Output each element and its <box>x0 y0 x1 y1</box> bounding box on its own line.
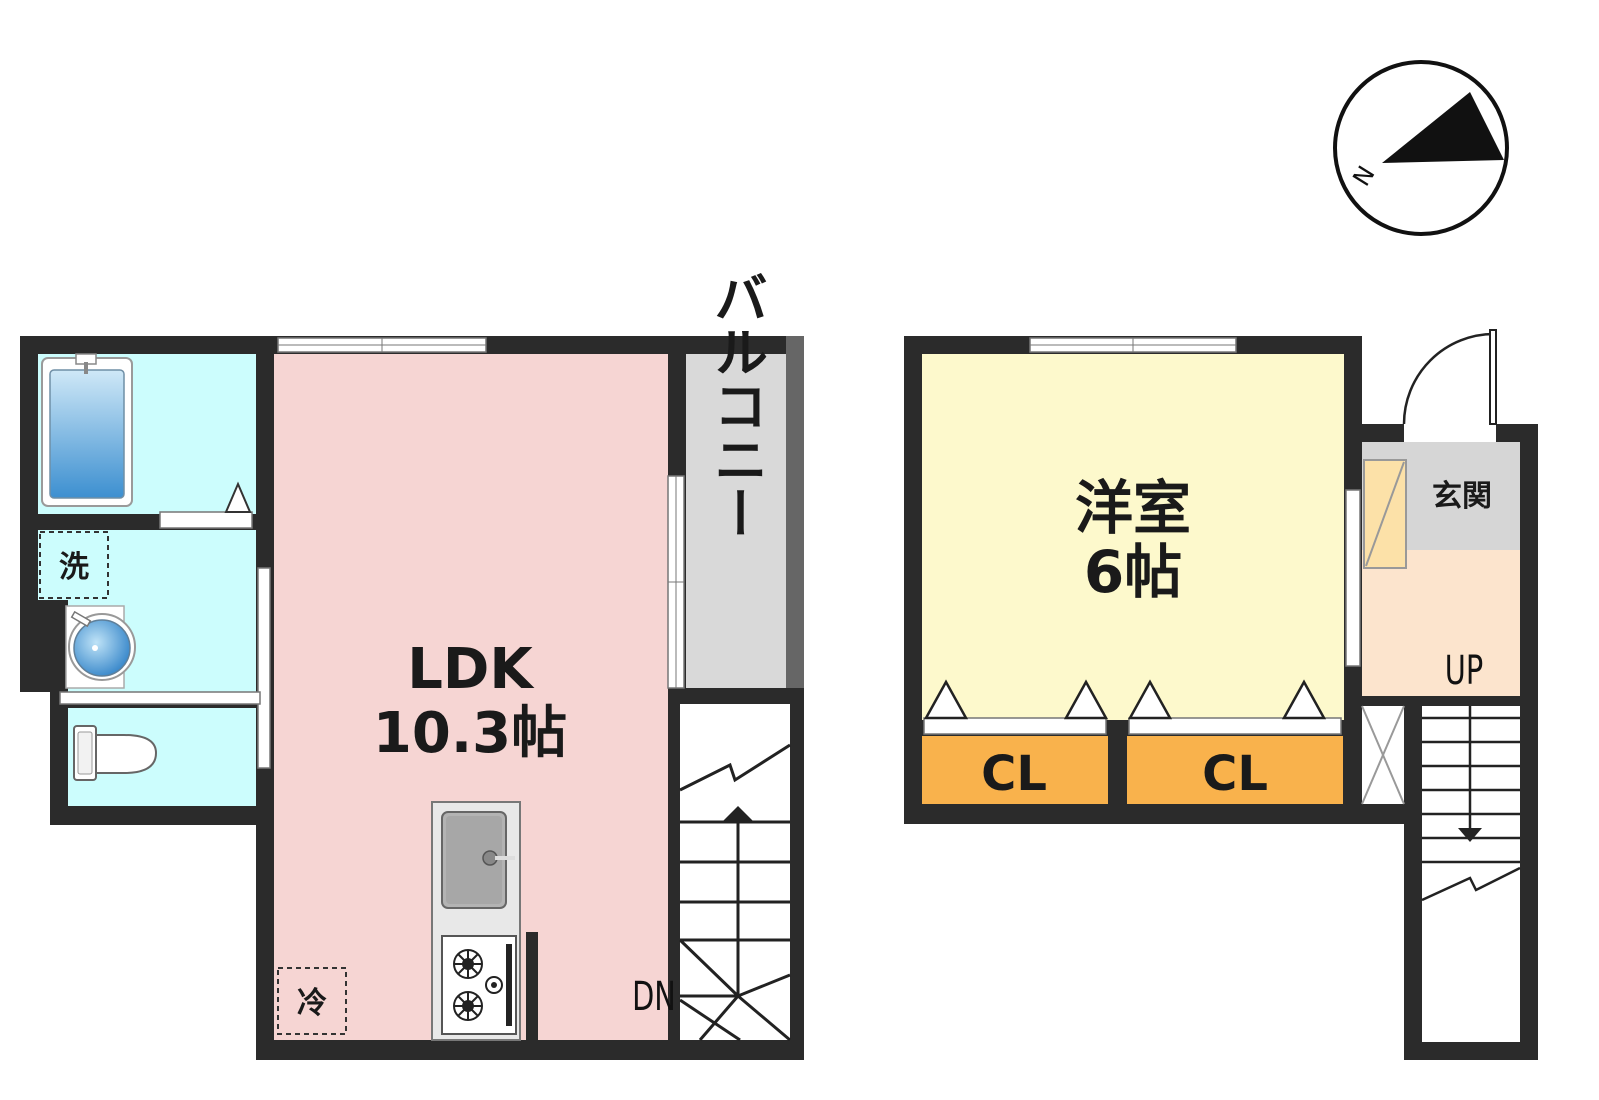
ldk-floor-lower <box>538 930 668 1040</box>
closet-right <box>1127 736 1343 804</box>
stairs-down-label: DN <box>632 974 676 1020</box>
bath-door-marker <box>224 481 252 513</box>
second-floor: 洋室 6帖 CL CL 玄関 UP <box>904 329 1538 1060</box>
wall-notch <box>20 600 68 692</box>
stairs-down <box>678 704 791 1042</box>
closet-divider <box>1108 720 1127 806</box>
closet-left <box>922 736 1108 804</box>
storage-x <box>1361 705 1405 805</box>
balcony-floor <box>686 354 786 688</box>
balcony-door <box>667 475 685 689</box>
fridge-space <box>277 967 347 1035</box>
wash-basin <box>65 605 136 689</box>
ldk-window <box>277 337 487 353</box>
ldk-name: LDK <box>407 637 535 702</box>
compass-icon: N <box>1333 60 1509 236</box>
first-floor: 洗 LDK 10.3帖 <box>20 270 804 1060</box>
balcony-name: バルコニー <box>705 270 768 540</box>
stove-icon <box>441 935 517 1035</box>
closet-door-right <box>1128 717 1342 735</box>
washer-space <box>39 531 109 599</box>
balcony-edge <box>786 336 804 688</box>
closet-right-label: CL <box>1202 746 1268 802</box>
shoe-cabinet <box>1363 459 1407 569</box>
stairs-up-label: UP <box>1445 648 1483 694</box>
western-room-floor <box>922 354 1344 720</box>
washroom-divider <box>59 691 261 705</box>
kitchen-wall-stub <box>526 932 538 1040</box>
closet-door-markers <box>923 679 1327 720</box>
western-size: 6帖 <box>1084 538 1182 606</box>
bath-door <box>159 511 253 529</box>
washroom-door <box>257 567 271 769</box>
fridge-label: 冷 <box>297 986 327 1021</box>
front-door <box>1402 329 1497 442</box>
toilet-icon <box>73 725 158 781</box>
stairs-up <box>1421 706 1521 1042</box>
western-window <box>1029 337 1237 353</box>
bathtub <box>41 353 133 507</box>
closet-left-label: CL <box>981 746 1047 802</box>
entrance-side-door <box>1345 489 1361 667</box>
closet-door-left <box>923 717 1107 735</box>
entrance-name: 玄関 <box>1432 479 1492 514</box>
ldk-size: 10.3帖 <box>373 701 567 766</box>
washer-label: 洗 <box>59 550 89 585</box>
western-name: 洋室 <box>1075 474 1191 542</box>
